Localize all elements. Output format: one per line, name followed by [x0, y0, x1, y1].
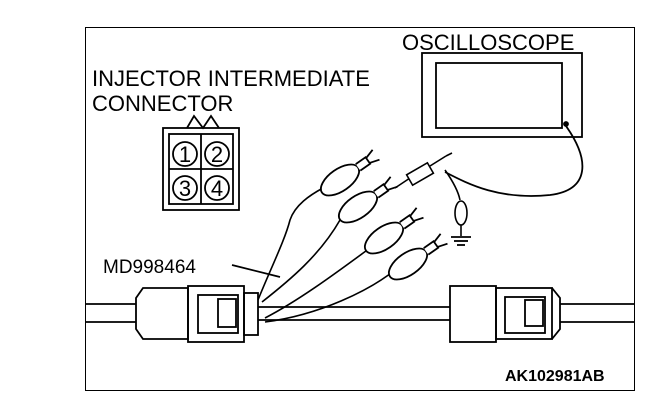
pin-3: 3 — [179, 176, 191, 201]
connector-label-line1: INJECTOR INTERMEDIATE — [92, 66, 370, 91]
tool-label: MD998464 — [103, 257, 196, 278]
oscilloscope-probe — [394, 152, 453, 189]
ground-clip — [444, 169, 468, 236]
figure-code: AK102981AB — [505, 368, 605, 385]
alligator-clip-1 — [320, 149, 380, 197]
alligator-clip-3 — [364, 207, 424, 255]
oscilloscope-label: OSCILLOSCOPE — [402, 30, 574, 55]
alligator-clip-2 — [338, 176, 398, 224]
tool-leader-line — [231, 264, 281, 278]
diagram-frame — [85, 27, 635, 391]
connector-pinout — [162, 114, 240, 211]
pin-1: 1 — [179, 142, 191, 167]
pin-4: 4 — [211, 176, 223, 201]
test-leads — [257, 187, 396, 323]
oscilloscope — [421, 52, 584, 197]
harness — [85, 285, 635, 343]
connector-label-line2: CONNECTOR — [92, 91, 233, 116]
pin-2: 2 — [211, 142, 223, 167]
ground-icon — [451, 236, 471, 246]
alligator-clip-4 — [388, 233, 448, 281]
